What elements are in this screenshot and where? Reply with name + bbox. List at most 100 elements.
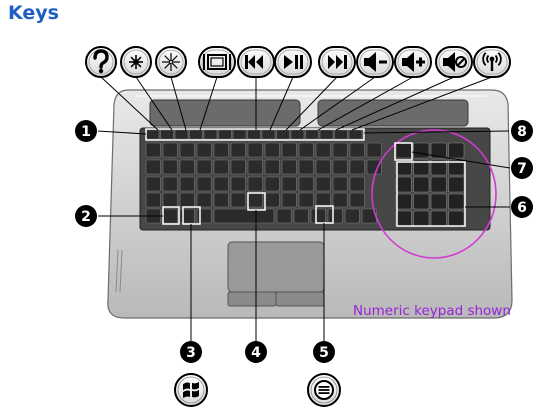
keyboard-key (247, 142, 263, 158)
callout-leader-lines (97, 76, 511, 342)
keyboard-key (298, 142, 314, 158)
mute-icon (435, 46, 473, 78)
keyboard-key (293, 208, 309, 224)
numpad-keys-highlight (396, 161, 466, 227)
keyboard-key (315, 192, 331, 208)
brightness-up-icon (155, 46, 187, 78)
keyboard-key (213, 159, 229, 175)
callout-3: 3 (180, 341, 202, 363)
keyboard-key (366, 142, 382, 158)
callout-7: 7 (511, 157, 533, 179)
keyboard-key (162, 192, 178, 208)
numpad-key (430, 142, 447, 159)
keyboard-key (327, 208, 343, 224)
numpad-key (395, 176, 412, 193)
keyboard-key (290, 129, 305, 140)
numpad-key (413, 142, 430, 159)
keyboard-key (264, 142, 280, 158)
callout-number: 6 (517, 200, 527, 216)
keyboard-key (319, 129, 334, 140)
keyboard-key (145, 129, 160, 140)
numpad-key (413, 176, 430, 193)
keyboard-key (162, 176, 178, 192)
keyboard-key (203, 129, 218, 140)
numpad-key (413, 210, 430, 227)
keyboard-key (332, 159, 348, 175)
keyboard-key (230, 192, 246, 208)
callout-2: 2 (75, 205, 97, 227)
keyboard-key (179, 159, 195, 175)
keyboard-key (298, 176, 314, 192)
keyboard-key (281, 176, 297, 192)
numpad-key (448, 210, 465, 227)
numpad-key (413, 193, 430, 210)
callout-1: 1 (75, 120, 97, 142)
callout-number: 2 (81, 209, 91, 225)
keyboard-key (189, 129, 203, 140)
keyboard-key (264, 192, 280, 208)
keyboard-key (145, 176, 161, 192)
keyboard-key (196, 208, 212, 224)
next-track-icon (318, 46, 356, 78)
callout-number: 1 (81, 124, 91, 140)
keyboard-key (196, 159, 212, 175)
keyboard-key (261, 129, 276, 140)
keyboard-key (196, 192, 212, 208)
numpad-key (413, 159, 430, 176)
keyboard-key (344, 208, 360, 224)
keyboard-key (179, 142, 195, 158)
keyboard-key (213, 142, 229, 158)
keyboard-key (230, 176, 246, 192)
numpad-highlight-ring (371, 129, 497, 259)
keyboard-key (162, 159, 178, 175)
applications-key-icon (307, 373, 341, 407)
callout-number: 3 (186, 345, 196, 361)
callout-5: 5 (313, 341, 335, 363)
function-key-icons (85, 46, 511, 78)
keyboard-key (145, 192, 161, 208)
keyboard-key (160, 129, 174, 140)
keyboard-key (145, 159, 161, 175)
numpad-key (430, 210, 447, 227)
wireless-icon (473, 46, 511, 78)
keyboard-key (213, 176, 229, 192)
keyboard-key (349, 176, 365, 192)
callout-number: 5 (319, 345, 329, 361)
keyboard-key (162, 142, 178, 158)
numpad-key (395, 193, 412, 210)
numeric-keypad-caption: Numeric keypad shown (353, 303, 511, 319)
keyboard-key (281, 159, 297, 175)
keyboard-key (332, 142, 348, 158)
keyboard-key (281, 192, 297, 208)
keyboard-key (315, 159, 331, 175)
play-pause-icon (274, 46, 312, 78)
numpad-key (430, 193, 447, 210)
brightness-down-icon (120, 46, 152, 78)
keyboard-key (298, 159, 314, 175)
previous-track-icon (237, 46, 275, 78)
callout-4: 4 (245, 341, 267, 363)
keyboard-key (361, 208, 377, 224)
num-lock-key-highlight (394, 142, 413, 161)
keyboard-key (349, 142, 365, 158)
keyboard-key (349, 159, 365, 175)
keyboard-key (179, 176, 195, 192)
callout-number: 7 (517, 161, 527, 177)
keyboard-key (332, 176, 348, 192)
keyboard-key (332, 192, 348, 208)
keyboard-key (247, 192, 263, 208)
keyboard-key (298, 192, 314, 208)
section-heading: Keys (8, 2, 59, 24)
numpad-key (395, 142, 412, 159)
windows-logo-icon (174, 373, 208, 407)
volume-up-icon (394, 46, 432, 78)
keyboard-key (232, 129, 247, 140)
keyboard-key (315, 142, 331, 158)
keyboard-key (230, 159, 246, 175)
keyboard-key (305, 129, 319, 140)
keyboard-key (179, 192, 195, 208)
numpad-key (395, 210, 412, 227)
keyboard-key (230, 142, 246, 158)
keyboard-key (264, 176, 280, 192)
